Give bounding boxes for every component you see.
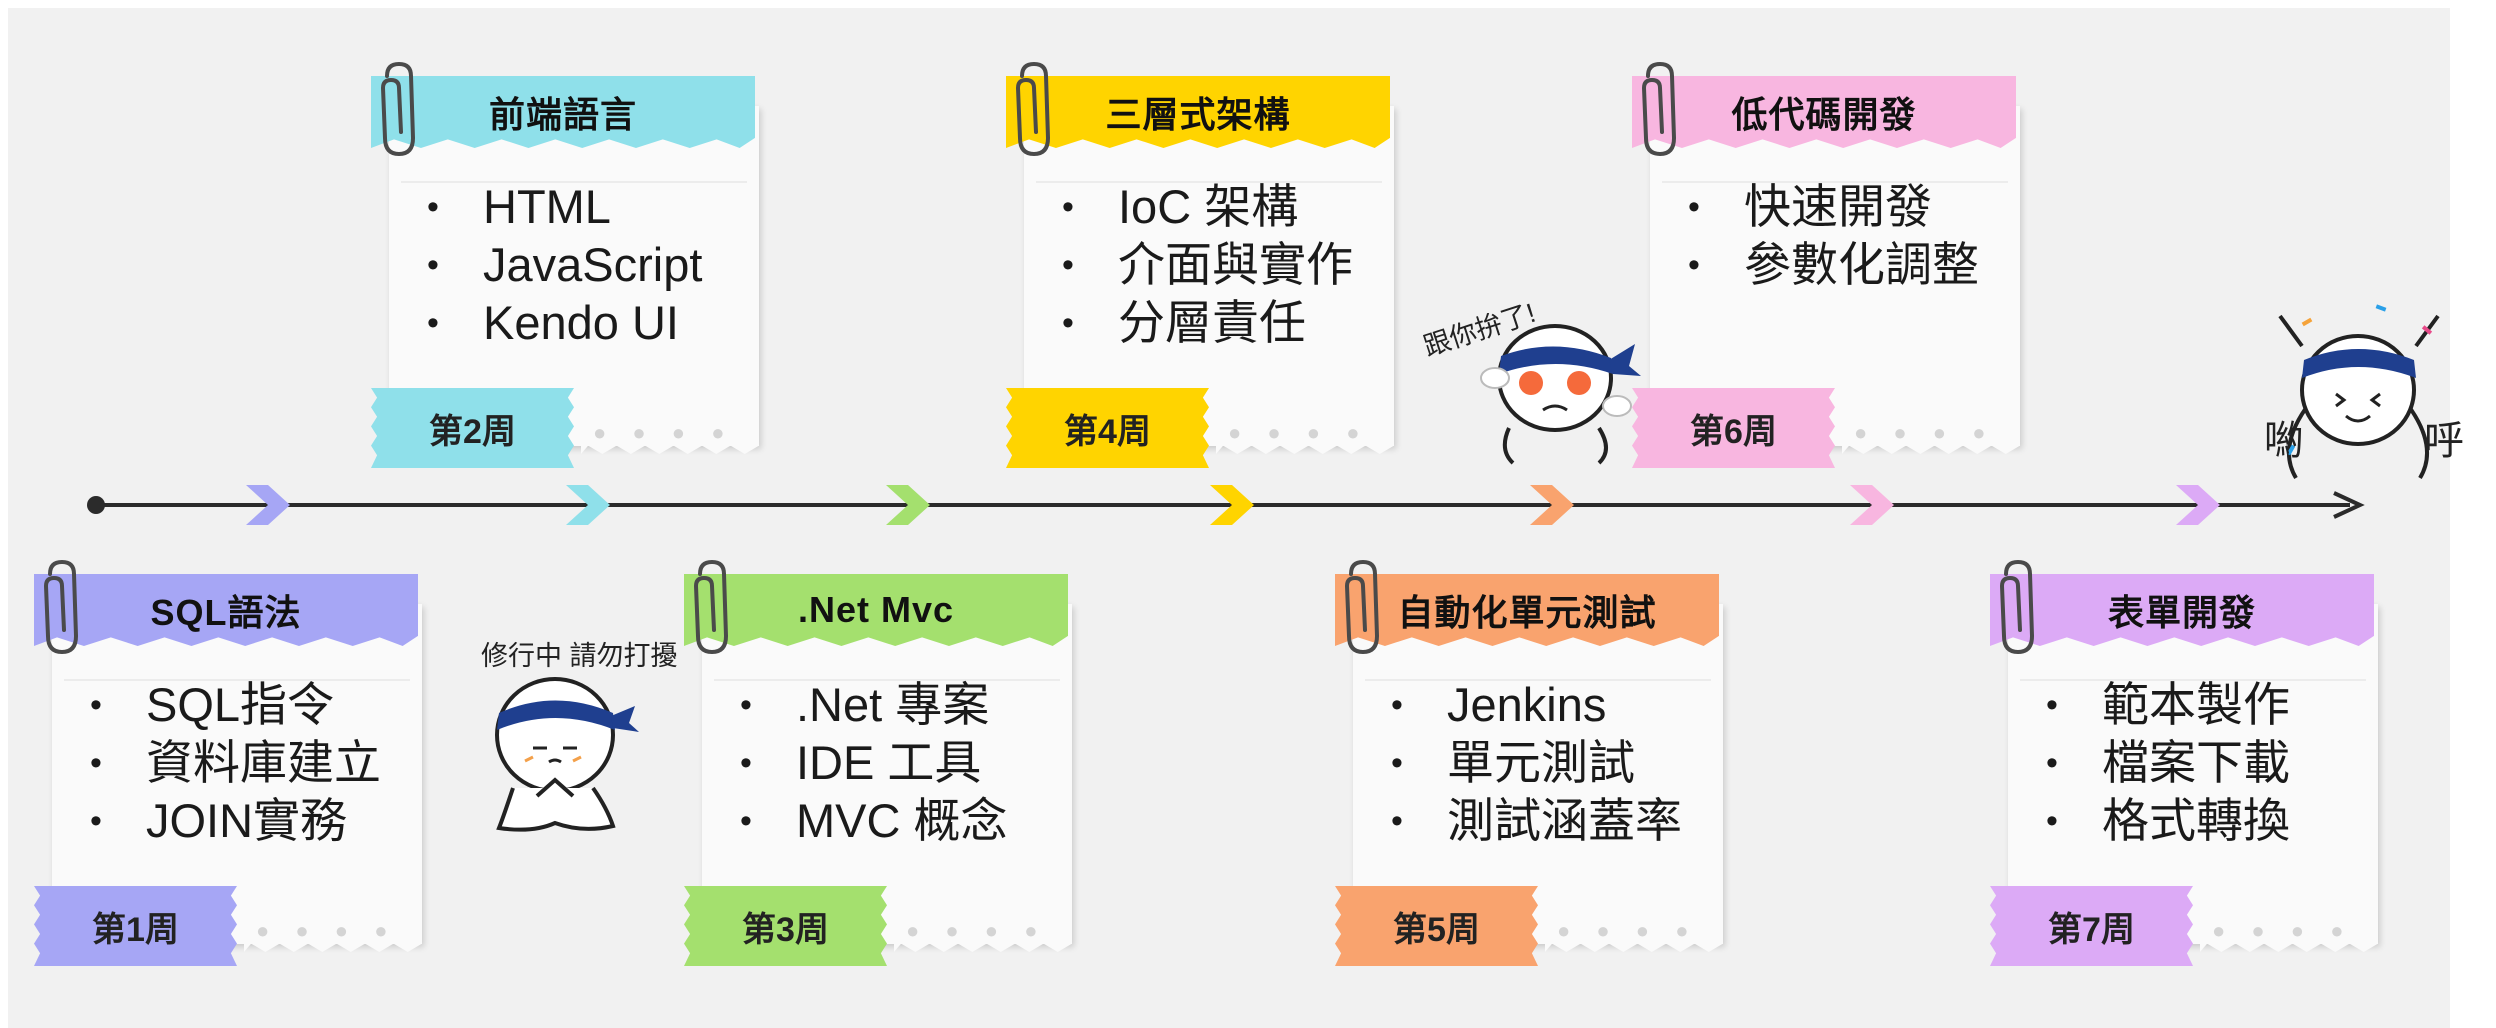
topic-list: 範本製作檔案下載格式轉換 [2040,676,2290,850]
torn-edge [2200,938,2378,952]
cheer-right-text: 呼 [2424,419,2464,463]
week-label: 第3周 [684,886,887,966]
week-card: 三層式架構IoC 架構介面與實作分層責任● ● ● ●第4周 [1006,58,1406,478]
topic-item: 資料庫建立 [84,734,381,792]
timeline-chevron-icon [246,485,290,525]
topic-item: 快速開發 [1682,178,1979,236]
topic-item: MVC 概念 [734,792,1008,850]
timeline-arrowhead-icon [2333,491,2365,519]
topic-list: .Net 專案IDE 工具MVC 概念 [734,676,1008,850]
topic-list: IoC 架構介面與實作分層責任 [1056,178,1353,352]
week-card: 前端語言HTMLJavaScriptKendo UI● ● ● ●第2周 [371,58,771,478]
topic-item: IDE 工具 [734,734,1008,792]
meditate-sticker: 修行中 請勿打擾 [473,628,723,858]
meditate-character-icon [495,677,639,832]
topic-item: 測試涵蓋率 [1385,792,1682,850]
timeline-chevron-icon [566,485,610,525]
week-label: 第1周 [34,886,237,966]
topic-list: SQL指令資料庫建立JOIN實務 [84,676,381,850]
paperclip-icon [693,559,729,655]
week-card: 表單開發範本製作檔案下載格式轉換● ● ● ●第7周 [1990,556,2390,976]
torn-edge [894,938,1072,952]
week-card: 低代碼開發快速開發參數化調整● ● ● ●第6周 [1632,58,2032,478]
timeline-chevron-icon [886,485,930,525]
paperclip-icon [1999,559,2035,655]
topic-item: 參數化調整 [1682,236,1979,294]
paperclip-icon [1641,61,1677,157]
week-label: 第7周 [1990,886,2193,966]
torn-edge [1545,938,1723,952]
torn-edge [1216,440,1394,454]
card-title: 三層式架構 [1006,76,1390,148]
week-label: 第2周 [371,388,574,468]
angry-character-icon [1480,324,1641,465]
week-label: 第6周 [1632,388,1835,468]
topic-item: JavaScript [421,236,702,294]
topic-item: Kendo UI [421,294,702,352]
topic-item: HTML [421,178,702,236]
topic-list: HTMLJavaScriptKendo UI [421,178,702,352]
angry-sticker: 跟你拚了! [1403,278,1663,478]
topic-item: IoC 架構 [1056,178,1353,236]
paperclip-icon [1015,61,1051,157]
topic-item: 分層責任 [1056,294,1353,352]
torn-edge [244,938,422,952]
paperclip-icon [43,559,79,655]
timeline-start-dot [87,496,105,514]
timeline-chevron-icon [1210,485,1254,525]
topic-item: 介面與實作 [1056,236,1353,294]
paperclip-icon [380,61,416,157]
topic-item: 範本製作 [2040,676,2290,734]
timeline-chevron-icon [1850,485,1894,525]
card-title: SQL語法 [34,574,418,646]
card-title: 低代碼開發 [1632,76,2016,148]
card-title: 前端語言 [371,76,755,148]
timeline-board: SQL語法SQL指令資料庫建立JOIN實務● ● ● ●第1周前端語言HTMLJ… [8,8,2464,1028]
card-title: 表單開發 [1990,574,2374,646]
meditate-caption: 修行中 請勿打擾 [481,641,678,671]
week-card: 自動化單元測試Jenkins單元測試測試涵蓋率● ● ● ●第5周 [1335,556,1735,976]
topic-list: Jenkins單元測試測試涵蓋率 [1385,676,1682,850]
topic-item: Jenkins [1385,676,1682,734]
card-title: 自動化單元測試 [1335,574,1719,646]
cheer-left-text: 喲 [2264,419,2304,463]
topic-list: 快速開發參數化調整 [1682,178,1979,294]
topic-item: SQL指令 [84,676,381,734]
timeline-chevron-icon [1530,485,1574,525]
paperclip-icon [1344,559,1380,655]
timeline-chevron-icon [2176,485,2220,525]
topic-item: 單元測試 [1385,734,1682,792]
cheer-character-icon [2278,304,2440,480]
topic-item: 檔案下載 [2040,734,2290,792]
topic-item: 格式轉換 [2040,792,2290,850]
week-label: 第4周 [1006,388,1209,468]
week-label: 第5周 [1335,886,1538,966]
topic-item: JOIN實務 [84,792,381,850]
cheer-sticker: 喲 呼 [2264,298,2464,498]
card-title: .Net Mvc [684,574,1068,646]
week-card: SQL語法SQL指令資料庫建立JOIN實務● ● ● ●第1周 [34,556,434,976]
timeline-axis [87,485,2365,525]
torn-edge [581,440,759,454]
week-card: .Net Mvc.Net 專案IDE 工具MVC 概念● ● ● ●第3周 [684,556,1084,976]
torn-edge [1842,440,2020,454]
topic-item: .Net 專案 [734,676,1008,734]
